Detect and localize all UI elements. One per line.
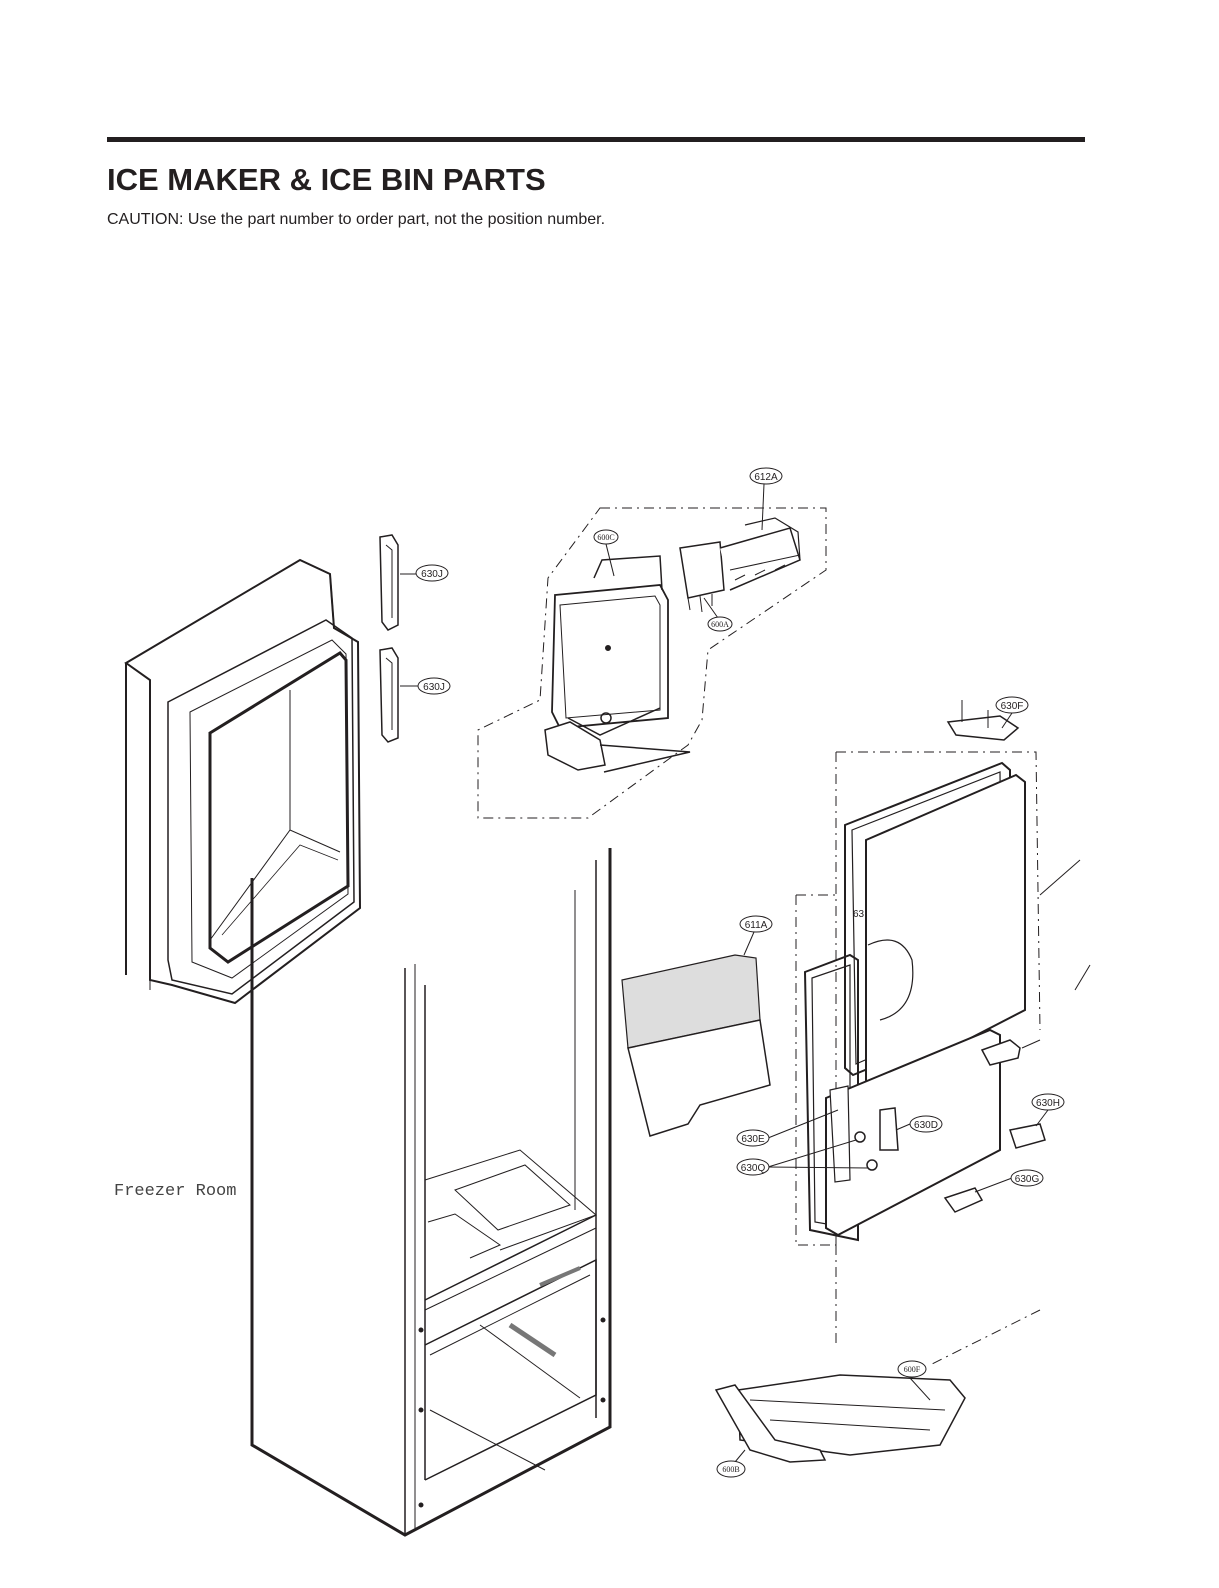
callout-600A: 600A <box>707 616 733 632</box>
svg-text:600B: 600B <box>722 1465 739 1474</box>
svg-text:630J: 630J <box>421 569 443 580</box>
callout-600B: 600B <box>716 1460 746 1478</box>
freezer-room-label: Freezer Room <box>114 1182 236 1201</box>
caution-note: CAUTION: Use the part number to order pa… <box>107 211 606 228</box>
callout-611A: 611A <box>739 915 773 933</box>
ice-maker-assembly <box>477 507 827 819</box>
svg-text:611A: 611A <box>745 920 768 931</box>
callout-630E: 630E <box>736 1129 770 1147</box>
callout-630Q: 630Q <box>736 1158 770 1176</box>
header-rule <box>107 137 1085 142</box>
svg-text:600F: 600F <box>904 1365 921 1374</box>
callout-600F: 600F <box>897 1360 927 1378</box>
callout-630H: 630H <box>1031 1093 1065 1111</box>
svg-text:63: 63 <box>853 909 865 920</box>
callout-630G: 630G <box>1010 1169 1044 1187</box>
callout-630J-upper: 630J <box>415 564 449 582</box>
light-cover-630j-upper <box>379 534 418 631</box>
dispenser-housing <box>124 558 362 1005</box>
ice-bin <box>621 954 771 1137</box>
svg-text:630G: 630G <box>1015 1174 1040 1185</box>
callout-630F: 630F <box>995 696 1029 714</box>
callout-612A: 612A <box>749 467 783 485</box>
callout-630J-lower: 630J <box>417 677 451 695</box>
svg-text:630F: 630F <box>1001 701 1024 712</box>
svg-text:630Q: 630Q <box>741 1163 766 1174</box>
callout-600C: 600C <box>593 529 619 545</box>
svg-text:600A: 600A <box>711 620 729 629</box>
callout-63: 63 <box>853 909 865 920</box>
light-cover-630j-lower <box>379 647 418 743</box>
freezer-cabinet <box>250 848 612 1537</box>
svg-text:630D: 630D <box>914 1120 938 1131</box>
callout-630D: 630D <box>909 1115 943 1133</box>
svg-text:600C: 600C <box>597 533 614 542</box>
svg-text:630H: 630H <box>1036 1098 1060 1109</box>
page-title: ICE MAKER & ICE BIN PARTS <box>107 162 546 197</box>
svg-text:630E: 630E <box>741 1134 765 1145</box>
svg-text:612A: 612A <box>754 472 778 483</box>
ice-tray <box>714 1374 966 1463</box>
svg-text:630J: 630J <box>423 682 445 693</box>
freezer-door-assembly <box>795 700 1046 1345</box>
ice-maker-module <box>679 517 801 613</box>
